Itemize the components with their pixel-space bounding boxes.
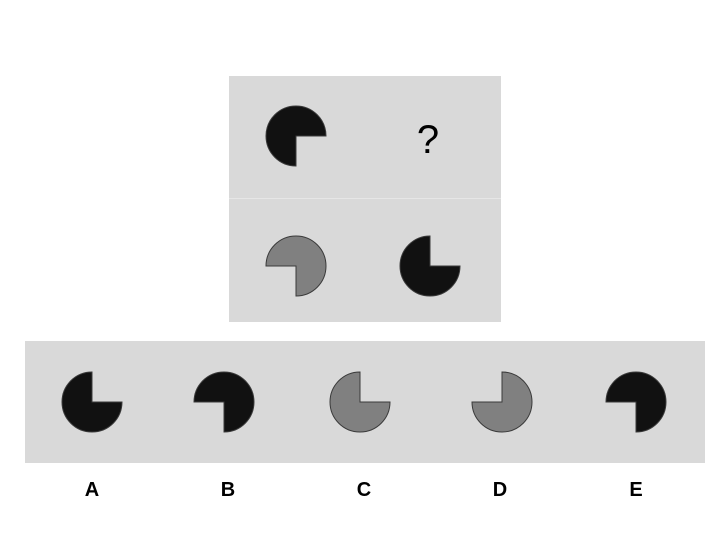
matrix-cell-top-left-shape (265, 105, 327, 167)
matrix-cell-bottom-left-shape (265, 235, 327, 297)
option-b-shape[interactable] (192, 370, 256, 434)
three-quarter-circle (265, 105, 327, 167)
option-d-shape[interactable] (470, 370, 534, 434)
option-b-label[interactable]: B (220, 479, 236, 501)
missing-cell-question-mark: ? (416, 118, 440, 162)
three-quarter-circle (399, 235, 461, 297)
option-a-shape[interactable] (60, 370, 124, 434)
three-quarter-circle (265, 235, 327, 297)
option-e-label[interactable]: E (629, 479, 643, 501)
three-quarter-circle (61, 371, 123, 433)
option-c-label[interactable]: C (356, 479, 372, 501)
option-d-label[interactable]: D (492, 479, 508, 501)
three-quarter-circle (471, 371, 533, 433)
option-e-shape[interactable] (604, 370, 668, 434)
matrix-divider (229, 198, 501, 199)
three-quarter-circle (605, 371, 667, 433)
three-quarter-circle (329, 371, 391, 433)
three-quarter-circle (193, 371, 255, 433)
option-c-shape[interactable] (328, 370, 392, 434)
matrix-cell-bottom-right-shape (399, 235, 461, 297)
option-a-label[interactable]: A (84, 479, 100, 501)
